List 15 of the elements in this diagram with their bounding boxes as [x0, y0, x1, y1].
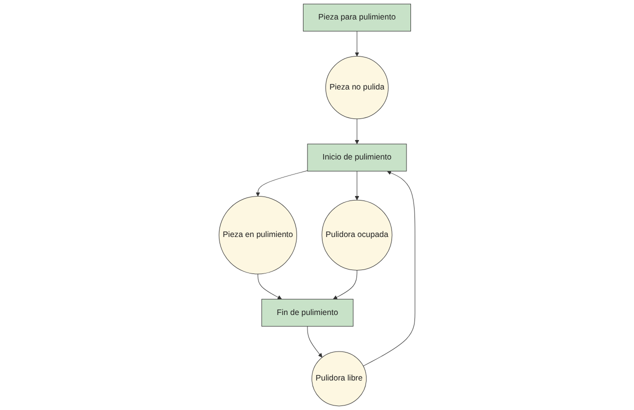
arrow — [354, 30, 360, 57]
node-circle: Pulidora libre — [312, 351, 367, 406]
node-box: Fin de pulimiento — [261, 298, 354, 327]
node-box: Pieza para pulimiento — [302, 4, 411, 32]
node-circle: Pieza en pulimiento — [218, 196, 298, 274]
arrow — [362, 170, 416, 366]
arrow — [307, 326, 322, 358]
arrow — [354, 170, 360, 200]
arrow — [256, 170, 308, 196]
node-circle: Pulidora ocupada — [322, 200, 392, 270]
arrow — [332, 270, 358, 300]
node-box: Inicio de pulimiento — [307, 144, 407, 172]
arrow — [258, 274, 282, 300]
arrow — [354, 118, 360, 144]
node-circle: Pieza no pulida — [325, 56, 389, 120]
